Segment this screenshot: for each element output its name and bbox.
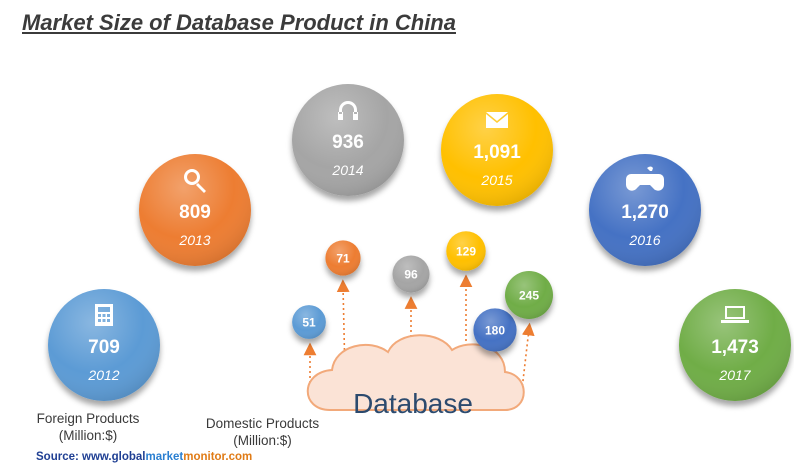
domestic-bubble-shine xyxy=(446,231,486,271)
foreign-bubble-shine xyxy=(139,154,251,266)
domestic-caption: Domestic Products (Million:$) xyxy=(190,415,335,449)
foreign-year-label: 2013 xyxy=(178,232,210,248)
search-icon xyxy=(184,169,206,193)
domestic-value-label: 71 xyxy=(336,252,350,266)
foreign-bubble-2012: 709 2012 xyxy=(48,289,160,401)
domestic-bubble-shine xyxy=(292,305,326,339)
domestic-bubble-shine xyxy=(505,271,553,319)
foreign-year-label: 2014 xyxy=(331,162,363,178)
domestic-bubble-shine xyxy=(473,308,517,352)
source-brand2: market xyxy=(145,451,184,463)
calculator-icon xyxy=(95,304,113,326)
mail-icon xyxy=(486,112,508,128)
chart-title: Market Size of Database Product in China xyxy=(22,10,456,35)
foreign-bubble-shine xyxy=(589,154,701,266)
foreign-value-label: 1,270 xyxy=(621,202,669,223)
laptop-icon xyxy=(721,306,749,323)
foreign-bubble-shine xyxy=(292,84,404,196)
domestic-bubble-2015: 129 xyxy=(446,231,486,271)
foreign-bubble-2015: 1,091 2015 xyxy=(441,94,553,206)
foreign-caption-line1: Foreign Products xyxy=(36,411,140,426)
foreign-value-label: 709 xyxy=(88,337,120,358)
domestic-bubbles: 51 71 96 129 180 245 xyxy=(292,231,553,352)
foreign-year-label: 2015 xyxy=(480,172,512,188)
foreign-bubbles: 7092012809201393620141,09120151,27020161… xyxy=(48,84,791,401)
foreign-year-label: 2016 xyxy=(628,232,660,248)
foreign-year-label: 2012 xyxy=(87,367,119,383)
domestic-bubble-2017: 245 xyxy=(505,271,553,319)
foreign-bubble-2017: 1,473 2017 xyxy=(679,289,791,401)
foreign-bubble-2013: 809 2013 xyxy=(139,154,251,266)
domestic-bubble-shine xyxy=(325,240,361,276)
domestic-value-label: 245 xyxy=(519,289,539,303)
domestic-bubble-2012: 51 xyxy=(292,305,326,339)
foreign-bubble-shine xyxy=(48,289,160,401)
database-label: Database xyxy=(353,388,473,419)
foreign-bubble-shine xyxy=(441,94,553,206)
domestic-value-label: 96 xyxy=(404,268,418,282)
domestic-bubble-2016: 180 xyxy=(473,308,517,352)
foreign-caption: Foreign Products (Million:$) xyxy=(18,410,158,444)
domestic-value-label: 129 xyxy=(456,245,476,259)
domestic-value-label: 180 xyxy=(485,324,505,338)
domestic-bubble-2013: 71 xyxy=(325,240,361,276)
domestic-caption-line2: (Million:$) xyxy=(233,433,292,448)
foreign-bubble-shine xyxy=(679,289,791,401)
foreign-bubble-2014: 936 2014 xyxy=(292,84,404,196)
source-suffix: monitor.com xyxy=(183,451,253,463)
domestic-bubble-2014: 96 xyxy=(392,255,430,293)
source-line: Source: www.globalmarketmonitor.com xyxy=(36,451,252,463)
domestic-value-label: 51 xyxy=(302,316,316,330)
source-brand1: global xyxy=(111,451,146,463)
foreign-value-label: 809 xyxy=(179,202,211,223)
headphones-icon xyxy=(338,101,358,120)
foreign-bubble-2016: 1,270 2016 xyxy=(589,154,701,266)
foreign-value-label: 1,091 xyxy=(473,142,521,163)
domestic-bubble-shine xyxy=(392,255,430,293)
database-cloud: Database xyxy=(306,334,525,419)
source-prefix: Source: www. xyxy=(36,451,112,463)
foreign-caption-line2: (Million:$) xyxy=(58,428,118,443)
foreign-value-label: 936 xyxy=(332,132,364,153)
foreign-value-label: 1,473 xyxy=(711,337,759,358)
domestic-caption-line1: Domestic Products xyxy=(205,416,320,431)
gamepad-icon xyxy=(626,166,664,191)
foreign-year-label: 2017 xyxy=(718,367,751,383)
